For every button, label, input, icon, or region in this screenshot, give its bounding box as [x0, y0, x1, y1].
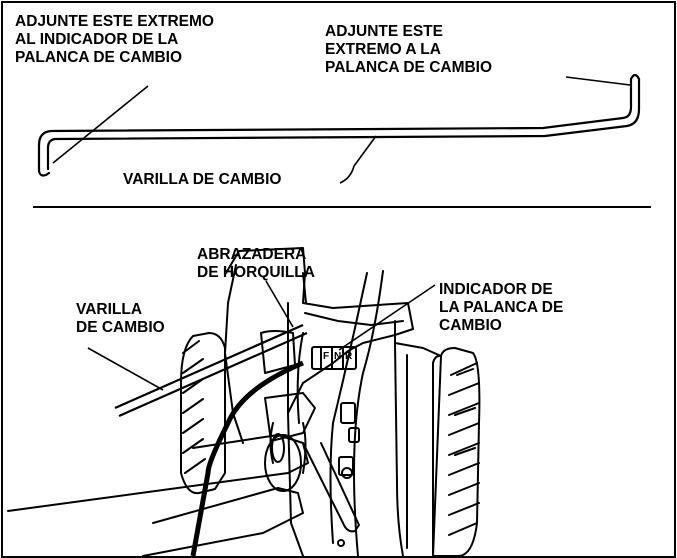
shift-rod-installed: [114, 323, 308, 418]
label-shift-rod-bottom: VARILLA DE CAMBIO: [76, 301, 165, 336]
shift-rod-outer: [37, 77, 633, 177]
transmission-housing: [225, 247, 414, 556]
leader-lever-end: [565, 76, 631, 86]
leader-rod-bottom: [87, 347, 164, 391]
cable-2: [353, 270, 384, 556]
shift-lever: [302, 442, 360, 533]
label-fork-clamp: ABRAZADERA DE HORQUILLA: [197, 246, 315, 281]
indicator-letter-r: R: [345, 351, 353, 362]
tractor-illustration: [7, 247, 481, 556]
shift-indicator-box: [311, 346, 357, 370]
leader-indicator: [338, 284, 436, 351]
right-tire: [432, 347, 481, 556]
leader-rod: [339, 135, 377, 184]
leader-clamp: [265, 280, 294, 328]
wire-harness: [190, 360, 304, 556]
cable-1: [329, 272, 368, 544]
shift-rod-diagram: [33, 73, 651, 208]
label-attach-lever-end: ADJUNTE ESTE EXTREMO A LA PALANCA DE CAM…: [325, 23, 493, 76]
label-attach-indicator-end: ADJUNTE ESTE EXTREMO AL INDICADOR DE LA …: [15, 13, 214, 66]
indicator-letter-f: F: [323, 351, 330, 362]
right-hub: [394, 320, 442, 556]
label-shift-rod-top: VARILLA DE CAMBIO: [123, 171, 282, 188]
leader-indicator-end: [52, 85, 149, 164]
label-shift-lever-indicator: INDICADOR DE LA PALANCA DE CAMBIO: [439, 281, 564, 334]
left-tire: [180, 332, 226, 495]
cable-3: [296, 332, 304, 424]
shift-rod-inner: [46, 77, 641, 171]
axle-tube-upper: [7, 434, 309, 512]
indicator-letter-n: N: [334, 351, 342, 362]
axle-tube-lower: [142, 487, 304, 556]
